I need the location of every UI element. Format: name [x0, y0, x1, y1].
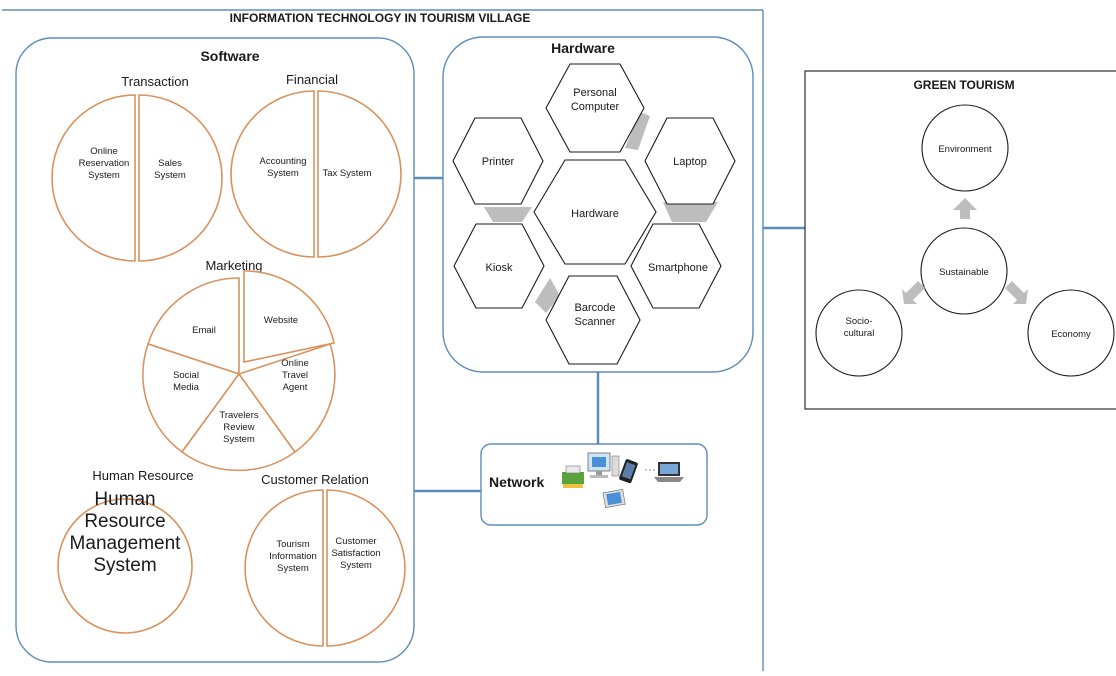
- hr-circle: [57, 498, 193, 634]
- network-label: Network: [489, 474, 544, 490]
- network-panel: [480, 443, 708, 526]
- hex-center-label: Hardware: [571, 208, 619, 220]
- hex-laptop-label: Laptop: [673, 156, 707, 168]
- sociocultural-label: Socio-cultural: [844, 316, 875, 339]
- environment-label: Environment: [938, 144, 992, 155]
- transaction-label: Transaction: [121, 74, 188, 89]
- cr-label: Customer Relation: [261, 472, 369, 487]
- transaction-circle: [51, 94, 223, 262]
- financial-label: Financial: [286, 72, 338, 87]
- marketing-email-label: Email: [192, 325, 216, 336]
- software-heading: Software: [200, 48, 259, 64]
- hex-printer: [452, 117, 544, 205]
- hex-kiosk-label: Kiosk: [486, 262, 513, 274]
- network-phone-icon: [619, 459, 638, 484]
- hex-smartphone: [630, 223, 722, 309]
- network-tablet-icon: [602, 489, 626, 508]
- marketing-label: Marketing: [205, 258, 262, 273]
- marketing-website-label: Website: [264, 315, 298, 326]
- financial-circle: [230, 90, 402, 258]
- hex-printer-label: Printer: [482, 156, 515, 168]
- network-laptop-icon: [654, 462, 684, 482]
- sustainable-label: Sustainable: [939, 267, 989, 278]
- hex-kiosk: [453, 223, 545, 309]
- marketing-pie: [142, 270, 336, 472]
- environment-circle: [921, 104, 1009, 192]
- economy-circle: [1027, 289, 1115, 377]
- hex-laptop: [644, 117, 736, 205]
- arrow-up-icon: [953, 198, 977, 219]
- financial-right-label: Tax System: [322, 168, 371, 179]
- arrow-down-left-icon: [902, 281, 925, 304]
- economy-label: Economy: [1051, 329, 1091, 340]
- hex-center: [533, 159, 657, 265]
- hex-pc: [545, 63, 645, 153]
- sociocultural-circle: [815, 289, 903, 377]
- sustainable-circle: [920, 227, 1008, 315]
- network-desktop-icon: [587, 452, 620, 478]
- arrow-down-right-icon: [1005, 281, 1028, 304]
- network-devices-icon: [562, 452, 684, 508]
- diagram-title: INFORMATION TECHNOLOGY IN TOURISM VILLAG…: [230, 11, 531, 25]
- hex-smartphone-label: Smartphone: [648, 262, 708, 274]
- network-printer-icon: [562, 465, 584, 488]
- hardware-heading: Hardware: [551, 40, 615, 56]
- hr-label: Human Resource: [92, 468, 193, 483]
- cr-circle: [244, 489, 406, 647]
- green-heading: GREEN TOURISM: [913, 78, 1014, 92]
- hex-barcode: [545, 275, 641, 365]
